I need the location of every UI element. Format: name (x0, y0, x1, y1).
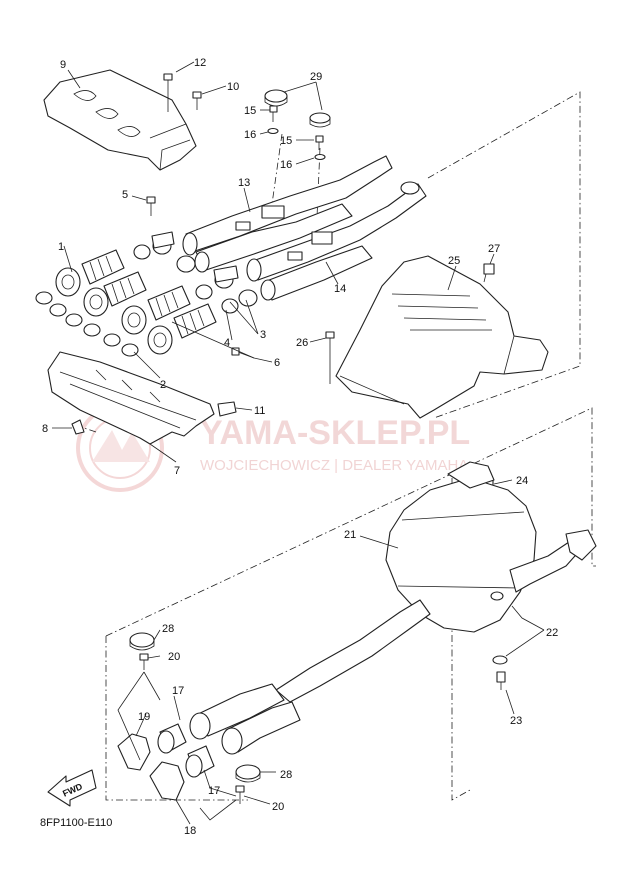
bolt-15-right (315, 135, 324, 150)
callout-4: 4 (224, 337, 230, 349)
callout-5: 5 (122, 189, 128, 201)
callout-25: 25 (448, 255, 460, 267)
callout-9: 9 (60, 59, 66, 71)
callout-19: 19 (138, 711, 150, 723)
callout-26: 26 (296, 337, 308, 349)
callout-18: 18 (184, 825, 196, 837)
clip-11 (217, 401, 237, 417)
heat-protector-upper (43, 69, 197, 171)
bolt-26 (325, 331, 335, 384)
bolt-20-upper (139, 653, 149, 670)
callout-27: 27 (488, 243, 500, 255)
bolt-5 (146, 196, 156, 216)
callout-7: 7 (174, 465, 180, 477)
washer-16-left (267, 127, 279, 135)
forward-arrow-icon: FWD (47, 769, 97, 807)
callout-23: 23 (510, 715, 522, 727)
callout-6: 6 (274, 357, 280, 369)
callout-17-upper: 17 (172, 685, 184, 697)
callout-13: 13 (238, 177, 250, 189)
damper-22 (490, 591, 508, 665)
cap-29-left (264, 89, 288, 107)
callout-20-lower: 20 (272, 801, 284, 813)
watermark-title: YAMA-SKLEP.PL (200, 414, 470, 452)
callout-24: 24 (516, 475, 528, 487)
tail-pipes (189, 683, 301, 755)
bolt-10 (192, 91, 202, 110)
clamp-19 (117, 733, 151, 771)
bolt-15-left (269, 105, 278, 122)
exhaust-joints-1 (55, 249, 217, 355)
cap-28-upper (129, 632, 155, 651)
callout-3: 3 (260, 329, 266, 341)
callout-28-lower: 28 (280, 769, 292, 781)
callout-11: 11 (254, 405, 265, 417)
bolt-27 (483, 263, 495, 283)
bolt-12 (163, 73, 173, 112)
clamp-18 (149, 761, 185, 801)
callout-15-right: 15 (280, 135, 292, 147)
callout-17-lower: 17 (208, 785, 220, 797)
joints-17 (157, 723, 215, 778)
clip-8 (71, 419, 85, 435)
callout-21: 21 (344, 529, 356, 541)
callout-1: 1 (58, 241, 64, 253)
washer-16-right (314, 153, 326, 161)
cap-28-lower (235, 764, 261, 783)
callout-labels: 9 12 10 29 15 16 15 16 5 13 1 27 25 14 3… (42, 57, 558, 837)
gaskets-2 (35, 291, 139, 357)
watermark-subtitle: WOJCIECHOWICZ | DEALER YAMAHA (200, 457, 468, 474)
callout-16-left: 16 (244, 129, 256, 141)
callout-10: 10 (227, 81, 239, 93)
bolt-20-lower (235, 785, 245, 804)
callout-15-left: 15 (244, 105, 256, 117)
callout-12: 12 (194, 57, 206, 69)
callout-20-upper: 20 (168, 651, 180, 663)
callout-2: 2 (160, 379, 166, 391)
callout-8: 8 (42, 423, 48, 435)
muffler-heat-protector-25 (335, 255, 549, 419)
exhaust-pipe-14 (246, 181, 427, 301)
callout-29: 29 (310, 71, 322, 83)
callout-16-right: 16 (280, 159, 292, 171)
clamps-and-gaskets (133, 231, 258, 314)
leader-lines (52, 61, 545, 825)
exhaust-pipe-13 (182, 155, 393, 273)
bolt-23 (496, 671, 506, 690)
dealer-watermark: YAMA-SKLEP.PL WOJCIECHOWICZ | DEALER YAM… (76, 404, 470, 492)
diagram-code: 8FP1100-E110 (40, 817, 112, 829)
cap-29-right (309, 112, 331, 128)
callout-22: 22 (546, 627, 558, 639)
heat-protector-lower (47, 351, 215, 445)
callout-14: 14 (334, 283, 346, 295)
muffler-21 (275, 461, 597, 703)
callout-28-upper: 28 (162, 623, 174, 635)
